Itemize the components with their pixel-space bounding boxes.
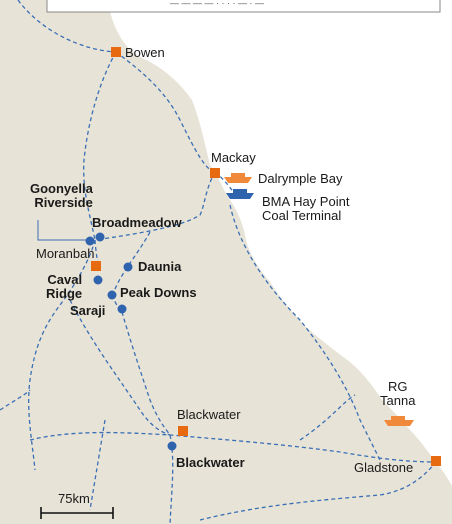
mine-label-peak-downs: Peak Downs <box>120 285 197 300</box>
town-marker-gladstone <box>431 456 441 466</box>
town-marker-moranbah <box>91 261 101 271</box>
rail-line <box>89 419 106 511</box>
scale-bar-label: 75km <box>58 491 90 506</box>
port-label-dalrymple-bay: Dalrymple Bay <box>258 171 343 186</box>
mine-marker-daunia <box>123 262 133 272</box>
legend-box <box>46 0 441 13</box>
rail-line <box>94 171 216 241</box>
scale-bar <box>40 507 114 519</box>
mine-label-blackwater: Blackwater <box>176 455 245 470</box>
mine-label-saraji: Saraji <box>70 303 106 318</box>
mine-marker-goonyella <box>85 236 95 246</box>
town-marker-mackay <box>210 168 220 178</box>
mine-marker-saraji <box>117 304 127 314</box>
mine-label-broadmeadow: Broadmeadow <box>92 215 182 230</box>
legend-box-text: — — — — · · · · — · — <box>170 0 264 8</box>
mine-label-caval-ridge: Caval Ridge <box>46 272 83 301</box>
ship-icon-rg-tanna <box>384 416 414 426</box>
rail-line <box>94 239 99 268</box>
goonyella-leader <box>37 220 90 241</box>
rail-line <box>121 311 171 436</box>
port-label-rg-tanna: RG Tanna <box>380 379 416 408</box>
rail-line <box>299 394 356 441</box>
rail-line <box>28 239 96 471</box>
mine-marker-broadmeadow <box>95 232 105 242</box>
rail-line <box>29 431 437 463</box>
mine-marker-caval-ridge <box>93 275 103 285</box>
mine-label-daunia: Daunia <box>138 259 182 274</box>
town-marker-bowen <box>111 47 121 57</box>
rail-line <box>0 389 31 411</box>
town-label-moranbah: Moranbah <box>36 246 95 261</box>
ship-icon-hay-point <box>226 189 254 199</box>
mine-label-goonyella: Goonyella Riverside <box>30 181 93 210</box>
rail-line <box>111 231 151 296</box>
rail-line <box>69 299 171 436</box>
town-label-gladstone: Gladstone <box>354 460 414 475</box>
mine-marker-peak-downs <box>107 290 117 300</box>
mine-marker-blackwater <box>167 441 177 451</box>
port-label-hay-point: BMA Hay Point Coal Terminal <box>262 194 350 223</box>
rail-line <box>229 204 381 461</box>
rail-line <box>199 461 437 521</box>
town-label-mackay: Mackay <box>211 150 256 165</box>
ship-icon-dalrymple-bay <box>224 173 252 183</box>
town-label-bowen: Bowen <box>125 45 165 60</box>
town-marker-blackwater <box>178 426 188 436</box>
rail-line <box>115 51 216 173</box>
rail-line <box>83 51 117 241</box>
town-label-blackwater: Blackwater <box>177 407 241 422</box>
rail-line <box>17 0 117 53</box>
